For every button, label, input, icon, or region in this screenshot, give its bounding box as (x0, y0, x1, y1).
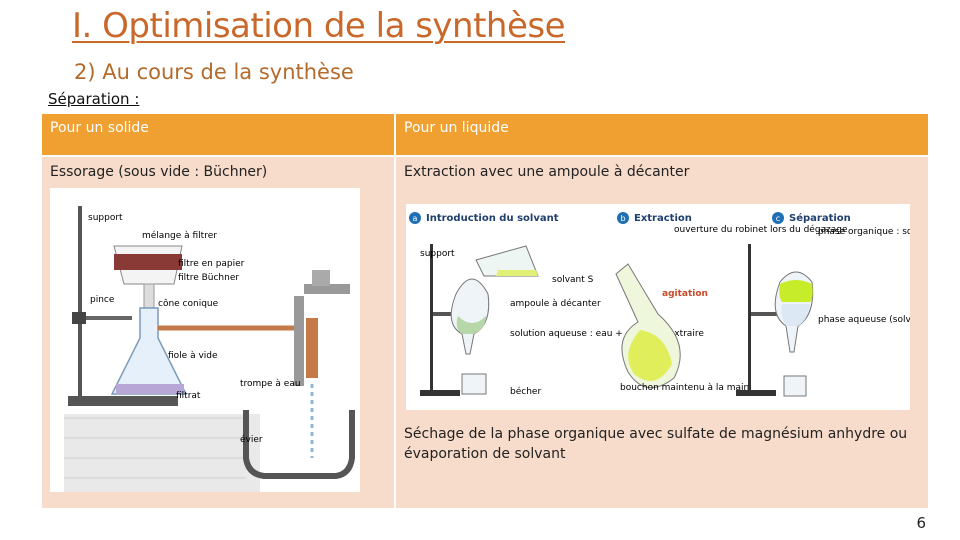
step-a-title: Introduction du solvant (426, 213, 559, 224)
liquid-caption: Séchage de la phase organique avec sulfa… (404, 424, 920, 464)
page-number: 6 (916, 514, 926, 532)
ext-label-agitation: agitation (662, 289, 708, 299)
slide-subtitle: 2) Au cours de la synthèse (74, 60, 354, 84)
label-fiole: fiole à vide (168, 351, 218, 361)
ext-label-bouchon: bouchon maintenu à la main (620, 383, 749, 393)
ext-label-becher: bécher (510, 386, 541, 397)
header-solid: Pour un solide (42, 114, 396, 156)
step-a-letter: a (413, 214, 418, 223)
ext-label-phase-org: phase organique : solvant S + espèce ext… (818, 226, 910, 237)
label-trompe: trompe à eau (240, 379, 301, 389)
extraction-illustration: a Introduction du solvant b Extraction c… (406, 204, 910, 410)
label-support: support (88, 213, 123, 223)
label-filtre-buchner: filtre Büchner (178, 273, 239, 283)
ext-label-solvant: solvant S (552, 275, 594, 285)
label-pince: pince (90, 295, 115, 305)
ext-label-ampoule: ampoule à décanter (510, 298, 601, 309)
solid-method-text: Essorage (sous vide : Büchner) (50, 164, 388, 180)
section-label: Séparation : (48, 90, 139, 108)
label-evier: évier (240, 434, 263, 445)
step-b-letter: b (620, 214, 625, 223)
slide-title: I. Optimisation de la synthèse (72, 6, 565, 46)
buchner-diagram: support mélange à filtrer filtre en papi… (50, 188, 360, 492)
label-melange: mélange à filtrer (142, 230, 217, 241)
ext-label-phase-aq: phase aqueuse (solvant : eau) (818, 315, 910, 325)
label-filtrat: filtrat (176, 391, 201, 401)
step-c-letter: c (776, 214, 780, 223)
extraction-diagram: a Introduction du solvant b Extraction c… (406, 204, 910, 410)
label-filtre-papier: filtre en papier (178, 259, 245, 269)
liquid-method-text: Extraction avec une ampoule à décanter (404, 164, 920, 180)
step-c-title: Séparation (789, 212, 851, 224)
label-cone: cône conique (158, 298, 219, 309)
ext-label-support: support (420, 249, 455, 259)
header-liquid: Pour un liquide (396, 114, 928, 156)
step-b-title: Extraction (634, 213, 692, 224)
buchner-illustration: support mélange à filtrer filtre en papi… (50, 188, 360, 492)
